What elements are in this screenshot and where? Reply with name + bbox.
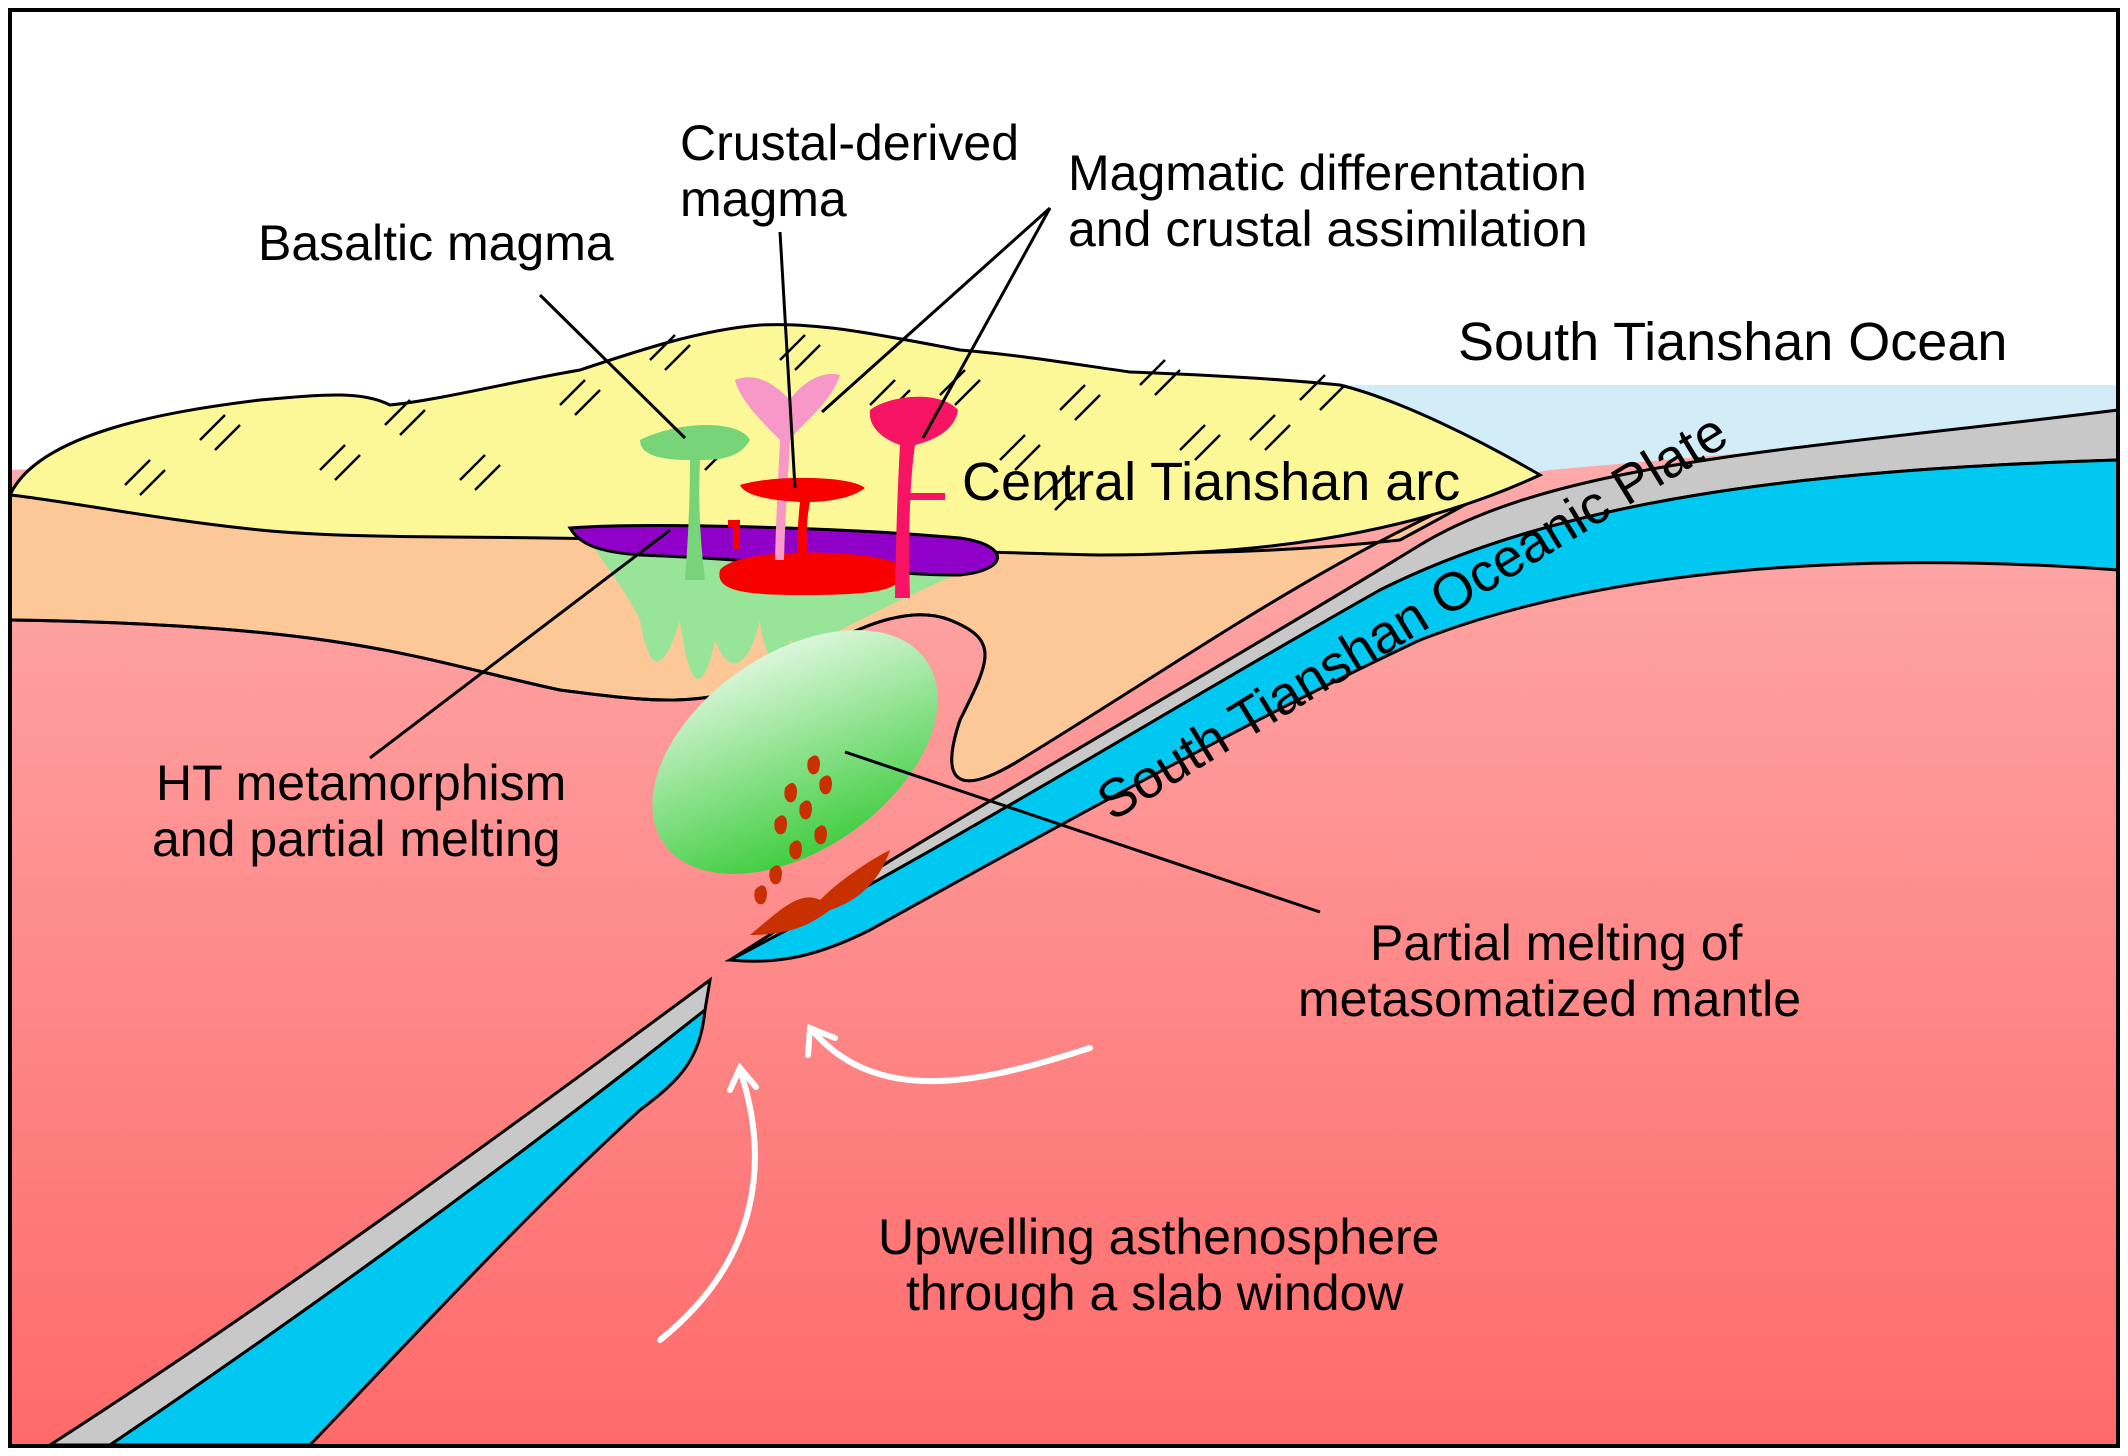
label-basaltic-magma: Basaltic magma: [258, 215, 614, 271]
ocean-water: [1340, 385, 2118, 475]
label-ht-meta-line2: and partial melting: [152, 811, 561, 867]
crustal-derived-magma-intrusion: [735, 374, 840, 560]
diagram-border: [8, 8, 2120, 1448]
leader-partial-melting: [844, 750, 1321, 914]
label-ht-meta-line1: HT metamorphism: [156, 755, 566, 811]
leader-crustal-derived: [778, 231, 797, 489]
label-magmatic-diff-line1: Magmatic differentation: [1068, 145, 1587, 201]
leader-magmatic-diff-1: [820, 206, 1052, 414]
leader-ht-meta: [369, 528, 671, 760]
label-south-tianshan-ocean: South Tianshan Ocean: [1458, 312, 2007, 372]
label-central-tianshan-arc: Central Tianshan arc: [962, 452, 1460, 512]
leader-magmatic-diff-2: [921, 207, 1052, 439]
metasomatized-mantle-zone: [652, 630, 938, 874]
label-magmatic-diff-line2: and crustal assimilation: [1068, 201, 1588, 257]
crustal-red-magma-stem: [740, 477, 865, 560]
red-magma-chamber: [719, 552, 902, 595]
basaltic-magma-intrusion: [640, 425, 750, 580]
leader-basaltic: [538, 293, 687, 440]
label-upwelling-line1: Upwelling asthenosphere: [878, 1209, 1439, 1265]
mixed-magma-offshoot: [905, 493, 945, 500]
label-partial-melting-line1: Partial melting of: [1370, 915, 1742, 971]
upwelling-arrow-1-head: [727, 1062, 759, 1093]
arc-hatch-pattern: [124, 334, 1346, 511]
label-crustal-derived-line1: Crustal-derived: [680, 115, 1019, 171]
mixed-magma-intrusion: [869, 396, 958, 598]
label-crustal-derived-line2: magma: [680, 171, 847, 227]
upwelling-arrow-2: [809, 1027, 1093, 1085]
sky-area: [10, 10, 2118, 470]
label-partial-melting-line2: metasomatized mantle: [1298, 971, 1801, 1027]
red-offshoot: [728, 520, 740, 550]
south-tianshan-slab-blue: [724, 458, 2120, 963]
upwelling-arrow-2-head: [805, 1023, 838, 1058]
upwelling-arrow-1: [657, 1067, 758, 1343]
melt-droplets: [750, 755, 890, 935]
label-upwelling-line2: through a slab window: [906, 1265, 1404, 1321]
detached-slab-blue: [105, 1006, 707, 1447]
